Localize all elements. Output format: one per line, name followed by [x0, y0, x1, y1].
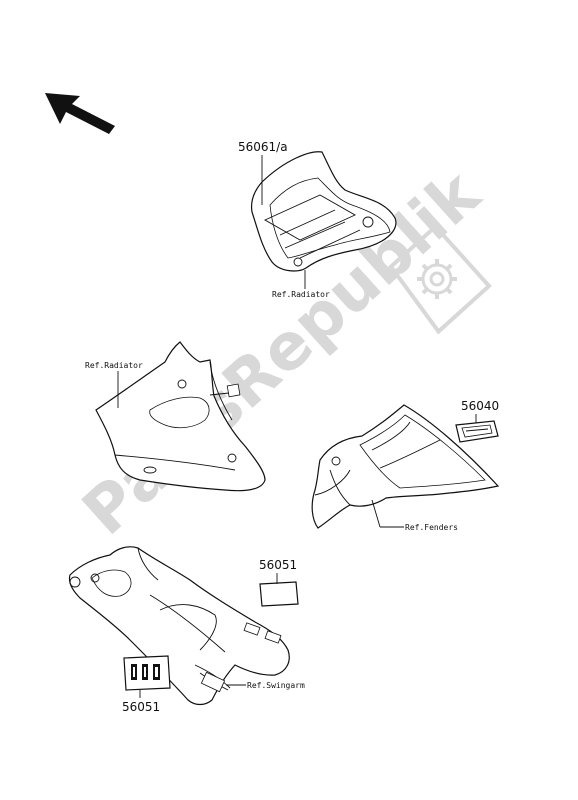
swingarm — [68, 546, 290, 706]
leader-decal-small — [209, 392, 230, 396]
label-56051-bottom: 56051 — [122, 700, 160, 714]
rear-fender — [311, 404, 500, 529]
decal-small-left — [226, 383, 241, 398]
decal-56040 — [455, 420, 499, 443]
radiator-shroud-top — [250, 151, 397, 272]
leader-ref-fenders-2 — [371, 499, 381, 528]
decal-56051-right — [259, 581, 299, 607]
ref-swingarm: Ref.Swingarm — [247, 681, 305, 690]
ref-fenders: Ref.Fenders — [405, 523, 458, 532]
label-56040: 56040 — [461, 399, 499, 413]
ref-radiator-top: Ref.Radiator — [272, 290, 330, 299]
label-56051-right: 56051 — [259, 558, 297, 572]
decal-56051-bottom — [123, 655, 171, 691]
arrow-up-left-icon — [45, 93, 115, 134]
radiator-shroud-left — [95, 341, 266, 492]
label-56061a: 56061/a — [238, 140, 288, 154]
gear-logo-icon — [388, 223, 492, 335]
ref-radiator-left: Ref.Radiator — [85, 361, 143, 370]
